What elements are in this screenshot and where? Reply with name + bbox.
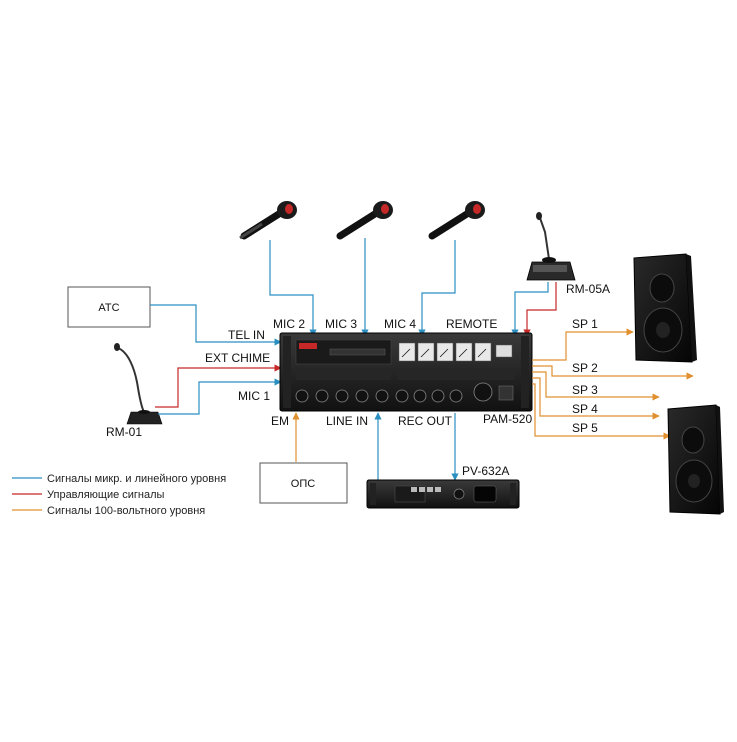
microphone-4 — [428, 201, 485, 240]
label-mic2: MIC 2 — [273, 317, 305, 331]
label-sp3: SP 3 — [572, 383, 598, 397]
pv632a-player — [366, 479, 520, 509]
rm05a-mic-station — [526, 212, 576, 281]
label-sp2: SP 2 — [572, 361, 598, 375]
wire-sp2 — [532, 365, 694, 380]
wire-sp3 — [532, 371, 660, 401]
label-pam520: PAM-520 — [483, 412, 532, 426]
label-sp1: SP 1 — [572, 317, 598, 331]
wire-mic4 — [418, 240, 456, 337]
label-sp4: SP 4 — [572, 402, 598, 416]
atc-box — [67, 286, 151, 328]
label-mic1: MIC 1 — [238, 389, 270, 403]
label-ext-chime: EXT CHIME — [205, 351, 270, 365]
label-rm01: RM-01 — [106, 425, 142, 439]
ops-label: ОПС — [291, 478, 315, 490]
label-rm05a: RM-05A — [566, 282, 610, 296]
label-rec-out: REC OUT — [398, 414, 453, 428]
label-em: EM — [271, 414, 289, 428]
speaker-cabinet-top — [633, 253, 697, 363]
ops-box — [259, 462, 348, 504]
label-sp5: SP 5 — [572, 421, 598, 435]
legend-item-100v: Сигналы 100-вольтного уровня — [47, 505, 205, 517]
legend-item-control: Управляющие сигналы — [47, 489, 165, 501]
wire-sp1 — [532, 328, 634, 361]
wire-mic2 — [269, 240, 317, 337]
wire-rm05a-control — [523, 282, 557, 337]
wire-ext-chime — [155, 364, 282, 408]
pam520-amplifier — [279, 332, 533, 412]
wire-mic1 — [158, 378, 282, 415]
microphone-3 — [336, 201, 393, 240]
rm01-gooseneck-mic — [114, 343, 163, 425]
label-mic4: MIC 4 — [384, 317, 416, 331]
wire-tel-in — [150, 304, 282, 346]
microphone-2 — [239, 201, 297, 240]
label-remote: REMOTE — [446, 317, 497, 331]
label-mic3: MIC 3 — [325, 317, 357, 331]
speaker-cabinet-bottom — [667, 404, 724, 515]
legend-item-signal: Сигналы микр. и линейного уровня — [47, 473, 226, 485]
wire-sp5 — [532, 383, 671, 440]
wire-sp4 — [532, 377, 660, 420]
legend: Сигналы микр. и линейного уровня Управля… — [12, 473, 226, 517]
label-pv632a: PV-632A — [462, 464, 509, 478]
label-line-in: LINE IN — [326, 414, 368, 428]
atc-label: АТС — [98, 302, 119, 314]
label-tel-in: TEL IN — [228, 328, 265, 342]
wire-rm05a-audio — [511, 282, 549, 337]
